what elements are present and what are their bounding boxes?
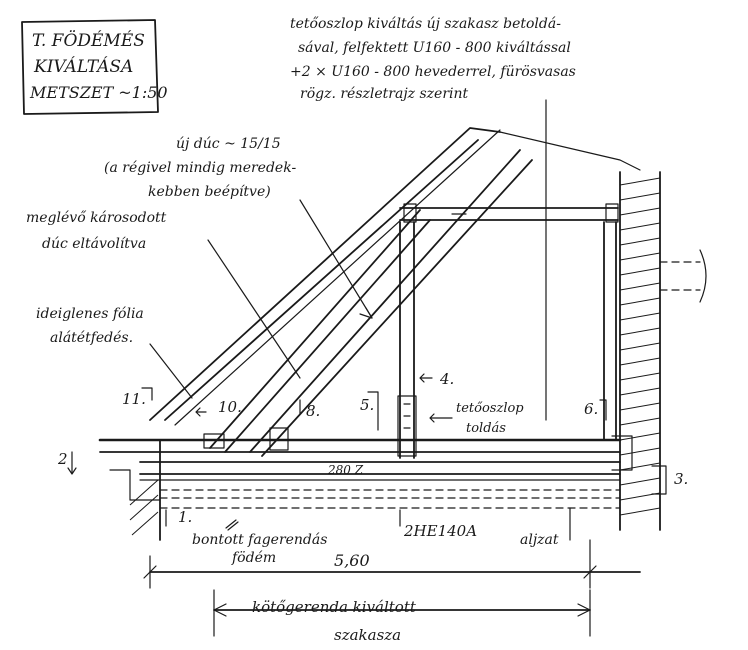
title-block: T. FÖDÉMÉS KIVÁLTÁSA METSZET ~1:50 [21, 19, 168, 115]
marker-10: 10. [218, 398, 242, 416]
post-extension-line-2: toldás [466, 421, 506, 436]
foil-line-1: ideiglenes fólia [36, 306, 144, 322]
tie-beam-line-2: szakasza [334, 626, 401, 644]
title-line-3: METSZET ~1:50 [29, 83, 168, 102]
marker-2: 2 [57, 450, 68, 468]
marker-3: 3. [674, 470, 688, 488]
new-strut-note: új dúc ~ 15/15 (a régivel mindig meredek… [104, 136, 373, 319]
vertical-posts [397, 221, 617, 459]
tie-beam-dimension: kötőgerenda kiváltott szakasza [213, 589, 591, 644]
new-strut-line-1: új dúc ~ 15/15 [176, 136, 281, 152]
wall-label: aljzat [520, 532, 559, 548]
post-note-line-4: rögz. részletrajz szerint [300, 86, 469, 102]
post-note-line-2: sával, felfektett U160 - 800 kiváltással [298, 40, 571, 56]
bottom-labels: bontott fagerendás födém 2HE140A aljzat [192, 507, 571, 566]
post-extension-label: tetőoszlop toldás [429, 401, 524, 436]
existing-strut-note: meglévő károsodott dúc eltávolítva [26, 210, 301, 379]
marker-6: 6. [584, 400, 598, 418]
existing-strut-line-2: dúc eltávolítva [42, 236, 146, 252]
new-strut-line-3: kebben beépítve) [148, 184, 271, 200]
floor-beams [98, 427, 633, 509]
span-dimension-value: 5,60 [334, 551, 370, 570]
floor-label-line-2: födém [231, 550, 276, 566]
foil-note: ideiglenes fólia alátétfedés. [36, 306, 193, 399]
post-replacement-note: tetőoszlop kiváltás új szakasz betoldá- … [290, 16, 576, 421]
tie-beam-line-1: kötőgerenda kiváltott [252, 598, 417, 616]
marker-5: 5. [360, 396, 374, 414]
post-note-line-3: +2 × U160 - 800 hevederrel, fürösvasas [290, 64, 576, 80]
marker-8: 8. [306, 402, 320, 420]
foil-line-2: alátétfedés. [50, 330, 133, 346]
new-strut-line-2: (a régivel mindig meredek- [104, 160, 296, 176]
section-markers: 11. 10. 8. 5. 4. 6. 2 3. 1. [57, 370, 688, 527]
floor-label-line-1: bontott fagerendás [192, 532, 327, 548]
title-line-2: KIVÁLTÁSA [33, 56, 133, 77]
masonry-wall [619, 171, 707, 531]
beam-profile-label: 2HE140A [403, 522, 477, 540]
eave-wall [99, 439, 161, 541]
title-line-1: T. FÖDÉMÉS [32, 30, 145, 51]
marker-4: 4. [439, 370, 454, 388]
marker-1: 1. [178, 508, 192, 526]
marker-11: 11. [122, 390, 146, 408]
roof-rafters [149, 127, 641, 457]
beam-tag: 280 Z [327, 463, 364, 477]
existing-strut-line-1: meglévő károsodott [26, 210, 167, 226]
collar-beam [399, 203, 619, 223]
post-extension-line-1: tetőoszlop [456, 401, 524, 416]
span-dimension: 5,60 [143, 539, 641, 589]
post-note-line-1: tetőoszlop kiváltás új szakasz betoldá- [290, 16, 561, 32]
